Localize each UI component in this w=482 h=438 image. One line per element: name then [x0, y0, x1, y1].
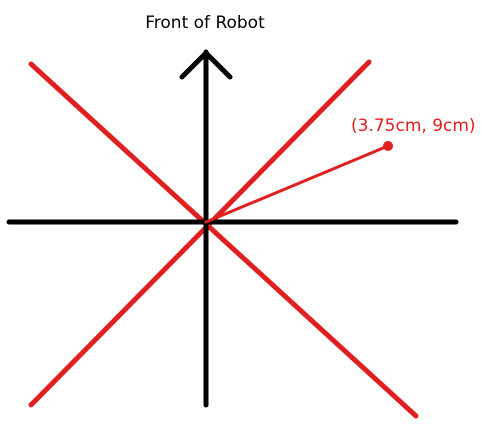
diagonal-line-nw-se: [28, 61, 419, 419]
front-arrow-icon: [179, 49, 233, 80]
front-of-robot-label: Front of Robot: [145, 13, 265, 33]
target-point-label: (3.75cm, 9cm): [351, 116, 476, 136]
target-vector-line: [204, 144, 390, 224]
target-point-marker: [383, 141, 393, 151]
diagonal-line-ne-sw: [28, 59, 372, 408]
